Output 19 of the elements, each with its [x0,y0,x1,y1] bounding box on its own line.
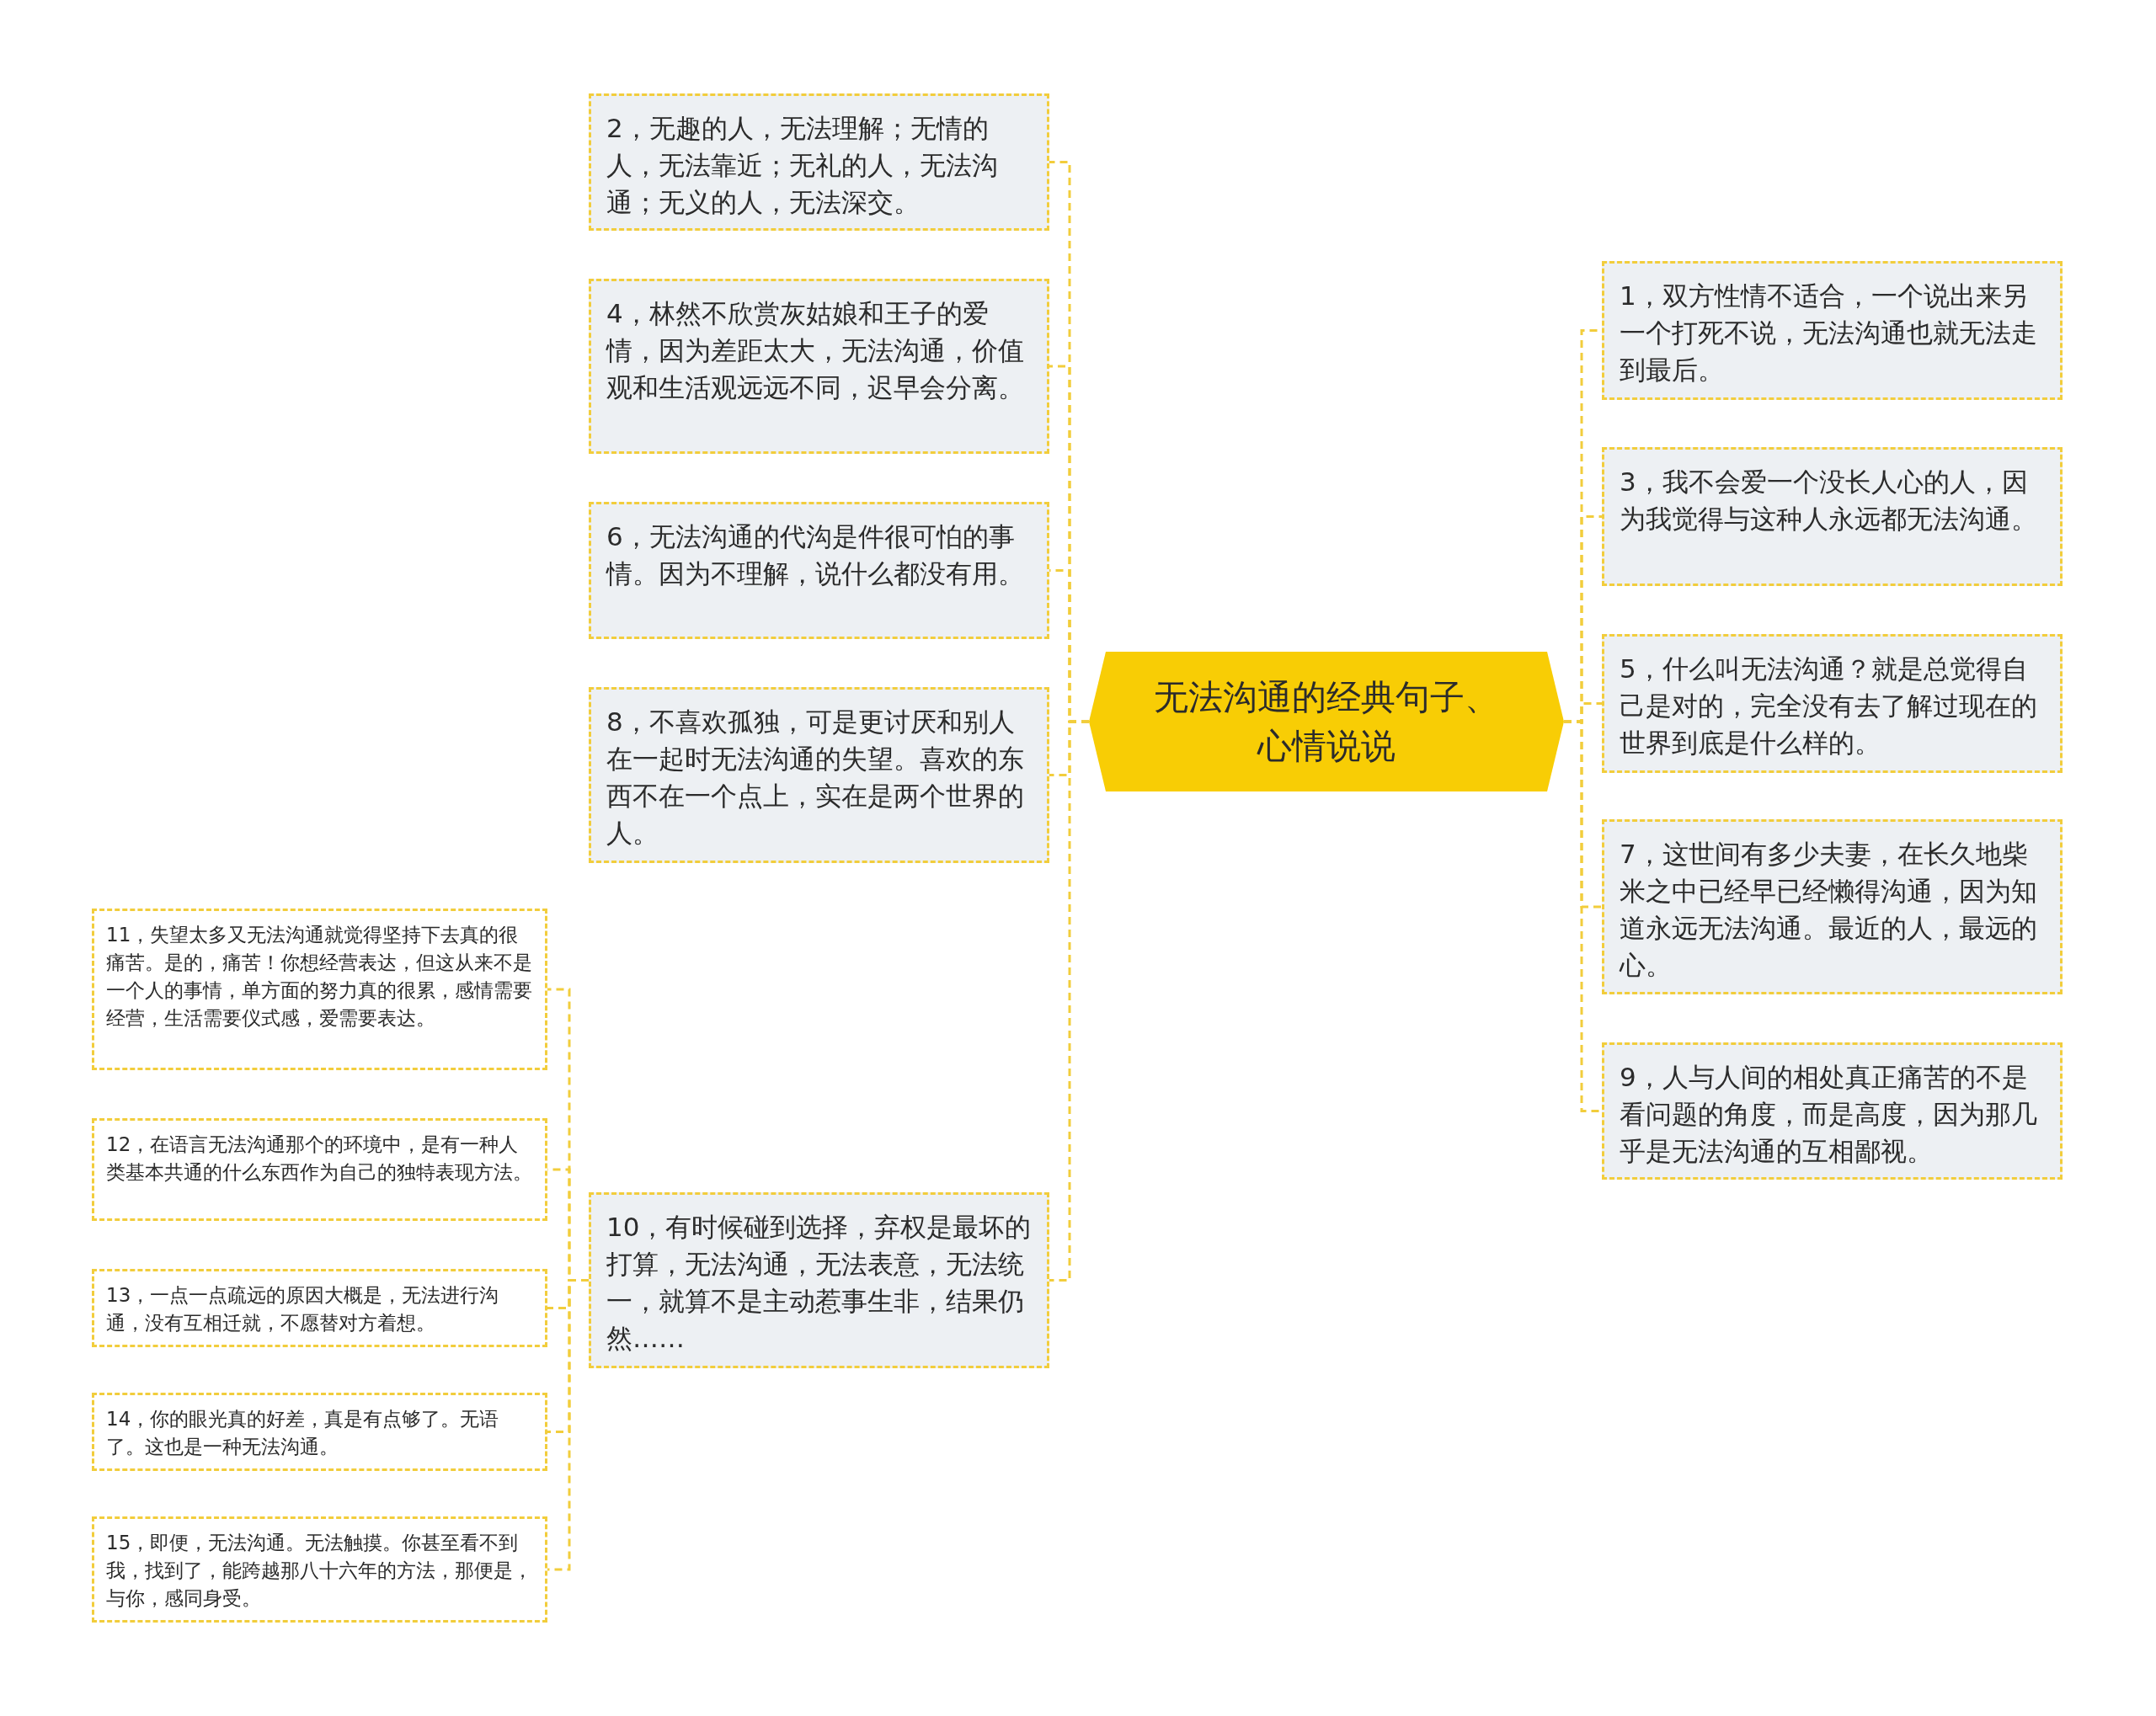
text-box: 3，我不会爱一个没长人心的人，因为我觉得与这种人永远都无法沟通。 [1602,447,2063,586]
text-box: 9，人与人间的相处真正痛苦的不是看问题的角度，而是高度，因为那几乎是无法沟通的互相鄙视。 [1602,1042,2063,1180]
connector [1564,720,1602,1112]
text-box: 2，无趣的人，无法理解；无情的人，无法靠近；无礼的人，无法沟通；无义的人，无法深交。 [589,93,1049,231]
text-box: 5，什么叫无法沟通？就是总觉得自己是对的，完全没有去了解过现在的世界到底是什么样的。 [1602,634,2063,773]
text-box: 15，即便，无法沟通。无法触摸。你甚至看不到我，找到了，能跨越那八十六年的方法，那便是，与你，感同身受。 [92,1516,547,1623]
text-box: 6，无法沟通的代沟是件很可怕的事情。因为不理解，说什么都没有用。 [589,502,1049,639]
topic-hexagon: 无法沟通的经典句子、心情说说 [1089,652,1564,791]
text-box: 10，有时候碰到选择，弃权是最坏的打算，无法沟通，无法表意，无法统一，就算不是主动惹事生非，结果仍然…… [589,1192,1049,1368]
text-box: 14，你的眼光真的好差，真是有点够了。无语了。这也是一种无法沟通。 [92,1393,547,1471]
connector [547,1279,589,1571]
text-box: 8，不喜欢孤独，可是更讨厌和别人在一起时无法沟通的失望。喜欢的东西不在一个点上，实在是两个世界的人。 [589,687,1049,863]
text-box: 12，在语言无法沟通那个的环境中，是有一种人类基本共通的什么东西作为自己的独特表现方法。 [92,1118,547,1221]
text-box: 1，双方性情不适合，一个说出来另一个打死不说，无法沟通也就无法走到最后。 [1602,261,2063,400]
text-box: 7，这世间有多少夫妻，在长久地柴米之中已经早已经懒得沟通，因为知道永远无法沟通。最近的人，最远的心。 [1602,819,2063,994]
text-box: 13，一点一点疏远的原因大概是，无法进行沟通，没有互相迁就，不愿替对方着想。 [92,1269,547,1347]
text-box: 4，林然不欣赏灰姑娘和王子的爱情，因为差距太大，无法沟通，价值观和生活观远远不同，迟早会分离。 [589,279,1049,454]
connector [1049,720,1089,1282]
text-box: 11，失望太多又无法沟通就觉得坚持下去真的很痛苦。是的，痛苦！你想经营表达，但这从来不是一个人的事情，单方面的努力真的很累，感情需要经营，生活需要仪式感，爱需要表达。 [92,909,547,1070]
